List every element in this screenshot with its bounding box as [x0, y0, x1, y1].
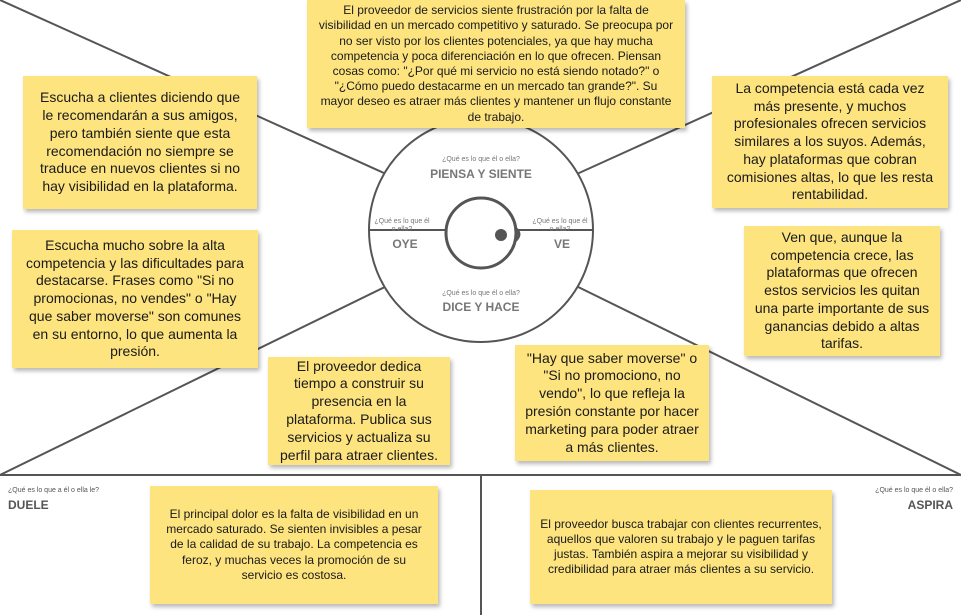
dice-question: ¿Qué es lo que él o ella?	[442, 290, 520, 297]
sticky-note-dice-2: "Hay que saber moverse" o "Si no promoci…	[515, 345, 709, 461]
aspira-label: ASPIRA	[907, 498, 953, 512]
ve-question: ¿Qué es lo que él o ella?	[532, 218, 588, 234]
sticky-note-aspira: El proveedor busca trabajar con clientes…	[530, 490, 832, 604]
duele-question: ¿Qué es lo que a él o ella le?	[8, 487, 100, 494]
sticky-note-dice-1: El proveedor dedica tiempo a construir s…	[268, 357, 450, 465]
dice-label: DICE Y HACE	[442, 300, 520, 314]
eye-icon	[495, 229, 507, 241]
aspira-question: ¿Qué es lo que él o ella?	[875, 487, 953, 494]
piensa-question: ¿Qué es lo que él o ella?	[442, 156, 520, 163]
sticky-note-piensa: El proveedor de servicios siente frustra…	[307, 0, 685, 128]
ear-icon	[513, 226, 521, 243]
sticky-note-duele: El principal dolor es la falta de visibi…	[150, 486, 438, 604]
ve-label: VE	[553, 237, 570, 251]
oye-question: ¿Qué es lo que él o ella?	[374, 218, 430, 234]
sticky-note-oye-1: Escucha a clientes diciendo que le recom…	[23, 76, 257, 209]
head-icon	[444, 196, 518, 270]
sticky-note-oye-2: Escucha mucho sobre la alta competencia …	[12, 230, 258, 368]
sticky-note-ve-1: La competencia está cada vez más present…	[712, 76, 948, 208]
sticky-note-ve-2: Ven que, aunque la competencia crece, la…	[744, 226, 940, 356]
duele-label: DUELE	[8, 498, 49, 512]
piensa-label: PIENSA Y SIENTE	[430, 167, 532, 181]
oye-label: OYE	[392, 237, 418, 251]
